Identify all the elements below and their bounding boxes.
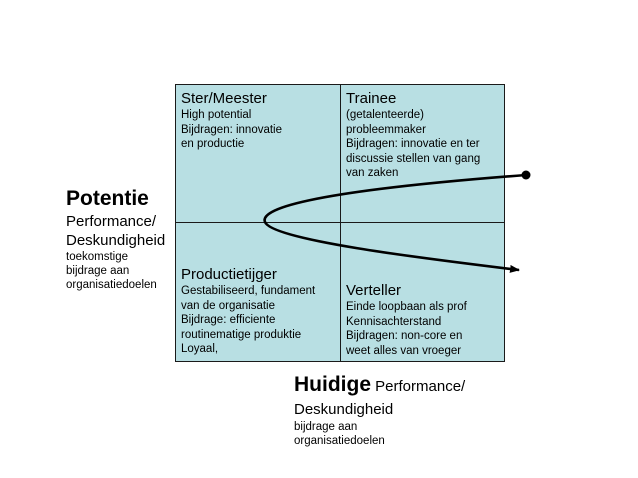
x-axis-subtitle: Performance/: [371, 378, 466, 395]
y-axis-note: bijdrage aan: [66, 265, 130, 277]
x-axis-subtitle: Deskundigheid: [294, 401, 394, 418]
quadrant-text: Gestabiliseerd, fundament: [181, 285, 316, 297]
x-axis-note: organisatiedoelen: [294, 435, 385, 447]
x-axis-note: bijdrage aan: [294, 421, 358, 433]
y-axis-note: toekomstige: [66, 251, 129, 263]
quadrant-text: Bijdragen: innovatie: [181, 123, 283, 136]
quadrant-productietijger: Productietijger Gestabiliseerd, fundamen…: [181, 266, 315, 357]
quadrant-trainee: Trainee (getalenteerde) probleemmaker Bi…: [346, 90, 480, 181]
x-axis-label: Huidige Performance/ Deskundigheid bijdr…: [294, 372, 465, 448]
quadrant-text: en productie: [181, 138, 245, 151]
quadrant-title: Productietijger: [181, 266, 277, 283]
quadrant-text: High potential: [181, 109, 252, 121]
quadrant-text: weet alles van vroeger: [346, 344, 462, 357]
quadrant-text: van de organisatie: [181, 299, 275, 312]
vertical-divider: [340, 84, 341, 362]
path-line: [263, 173, 527, 273]
quadrant-text: discussie stellen van gang: [346, 152, 481, 165]
quadrant-text: (getalenteerde): [346, 109, 424, 121]
y-axis-note: organisatiedoelen: [66, 279, 157, 291]
y-axis-subtitle: Performance/: [66, 213, 157, 230]
quadrant-text: routinematige produktie: [181, 328, 302, 341]
quadrant-title: Trainee: [346, 90, 397, 107]
quadrant-text: Bijdragen: innovatie en ter: [346, 138, 480, 151]
quadrant-text: Einde loopbaan als prof: [346, 301, 467, 313]
quadrant-text: probleemmaker: [346, 123, 426, 136]
quadrant-title: Ster/Meester: [181, 90, 267, 107]
quadrant-text: Kennisachterstand: [346, 315, 442, 328]
quadrant-ster-meester: Ster/Meester High potential Bijdragen: i…: [181, 90, 282, 152]
quadrant-text: Bijdrage: efficiente: [181, 314, 276, 327]
y-axis-subtitle: Deskundigheid: [66, 232, 166, 249]
quadrant-text: Loyaal,: [181, 343, 219, 356]
quadrant-verteller: Verteller Einde loopbaan als prof Kennis…: [346, 282, 467, 358]
quadrant-text: van zaken: [346, 167, 399, 180]
x-axis-heading: Huidige Performance/: [294, 372, 465, 400]
x-axis-title: Huidige: [294, 373, 371, 396]
quadrant-title: Verteller: [346, 282, 402, 299]
y-axis-title: Potentie: [66, 187, 149, 210]
quadrant-text: Bijdragen: non-core en: [346, 330, 463, 343]
horizontal-divider: [175, 222, 505, 223]
y-axis-label: Potentie Performance/ Deskundigheid toek…: [66, 186, 165, 292]
start-dot: [521, 170, 531, 180]
